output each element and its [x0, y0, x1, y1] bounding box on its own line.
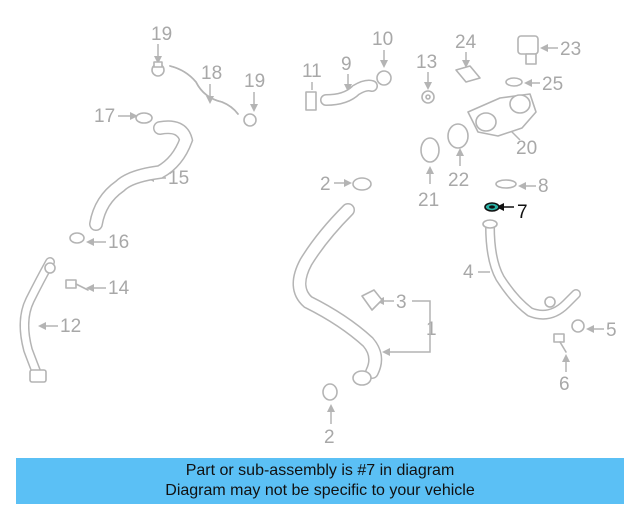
label-21: 21 [418, 190, 439, 211]
part-25-oring [505, 77, 523, 87]
label-17: 17 [94, 106, 115, 127]
part-2-clamp-bottom [322, 383, 338, 401]
label-20: 20 [516, 138, 537, 159]
banner-line-2: Diagram may not be specific to your vehi… [165, 482, 475, 499]
parts-diagram: 19 18 19 17 15 16 14 12 11 9 10 13 24 23… [19, 24, 617, 448]
label-2-bottom: 2 [324, 427, 335, 448]
label-14: 14 [108, 278, 130, 299]
part-6-bolt [553, 333, 567, 353]
label-5: 5 [606, 320, 617, 341]
part-14-bolt [65, 279, 89, 291]
info-banner: Part or sub-assembly is #7 in diagram Di… [16, 458, 624, 504]
part-4-pipe [482, 219, 581, 320]
part-20-housing [467, 93, 537, 137]
part-19-clamp-b [243, 113, 257, 127]
part-1-hose [292, 203, 383, 386]
label-8: 8 [538, 176, 549, 197]
part-17-clamp [135, 112, 153, 124]
part-24-bracket [455, 65, 481, 83]
part-15-hose [89, 120, 194, 231]
part-22-gasket [447, 123, 469, 149]
part-13-washer [421, 90, 435, 104]
part-23-sensor [517, 35, 539, 65]
part-7-oring [484, 202, 500, 212]
part-19-clamp-a [151, 61, 165, 77]
label-1: 1 [426, 319, 437, 340]
label-18: 18 [201, 63, 222, 84]
label-3: 3 [396, 292, 407, 313]
part-2-clamp-top [352, 177, 372, 191]
label-13: 13 [416, 52, 437, 73]
label-12: 12 [60, 316, 81, 337]
label-2-top: 2 [320, 174, 331, 195]
part-9-hose [320, 79, 378, 106]
label-23: 23 [560, 39, 581, 60]
label-16: 16 [108, 232, 129, 253]
banner-line-1: Part or sub-assembly is #7 in diagram [185, 462, 455, 479]
label-7: 7 [517, 202, 528, 223]
label-11: 11 [302, 61, 322, 82]
part-10-clamp [376, 70, 392, 86]
part-3-clip [361, 289, 383, 311]
label-19-mid: 19 [244, 71, 265, 92]
label-6: 6 [559, 374, 570, 395]
label-24: 24 [455, 32, 477, 53]
label-25: 25 [542, 74, 563, 95]
label-15: 15 [168, 168, 189, 189]
label-4: 4 [463, 262, 474, 283]
label-22: 22 [448, 170, 469, 191]
label-10: 10 [372, 29, 393, 50]
part-5-nut [571, 319, 585, 333]
label-19-top-left: 19 [151, 24, 172, 45]
part-16-clamp [69, 232, 85, 244]
part-8-washer [495, 179, 517, 189]
part-12-pipe [19, 257, 56, 383]
label-9: 9 [341, 54, 352, 75]
part-11-sensor [305, 91, 317, 111]
part-21-thermostat [420, 137, 440, 163]
